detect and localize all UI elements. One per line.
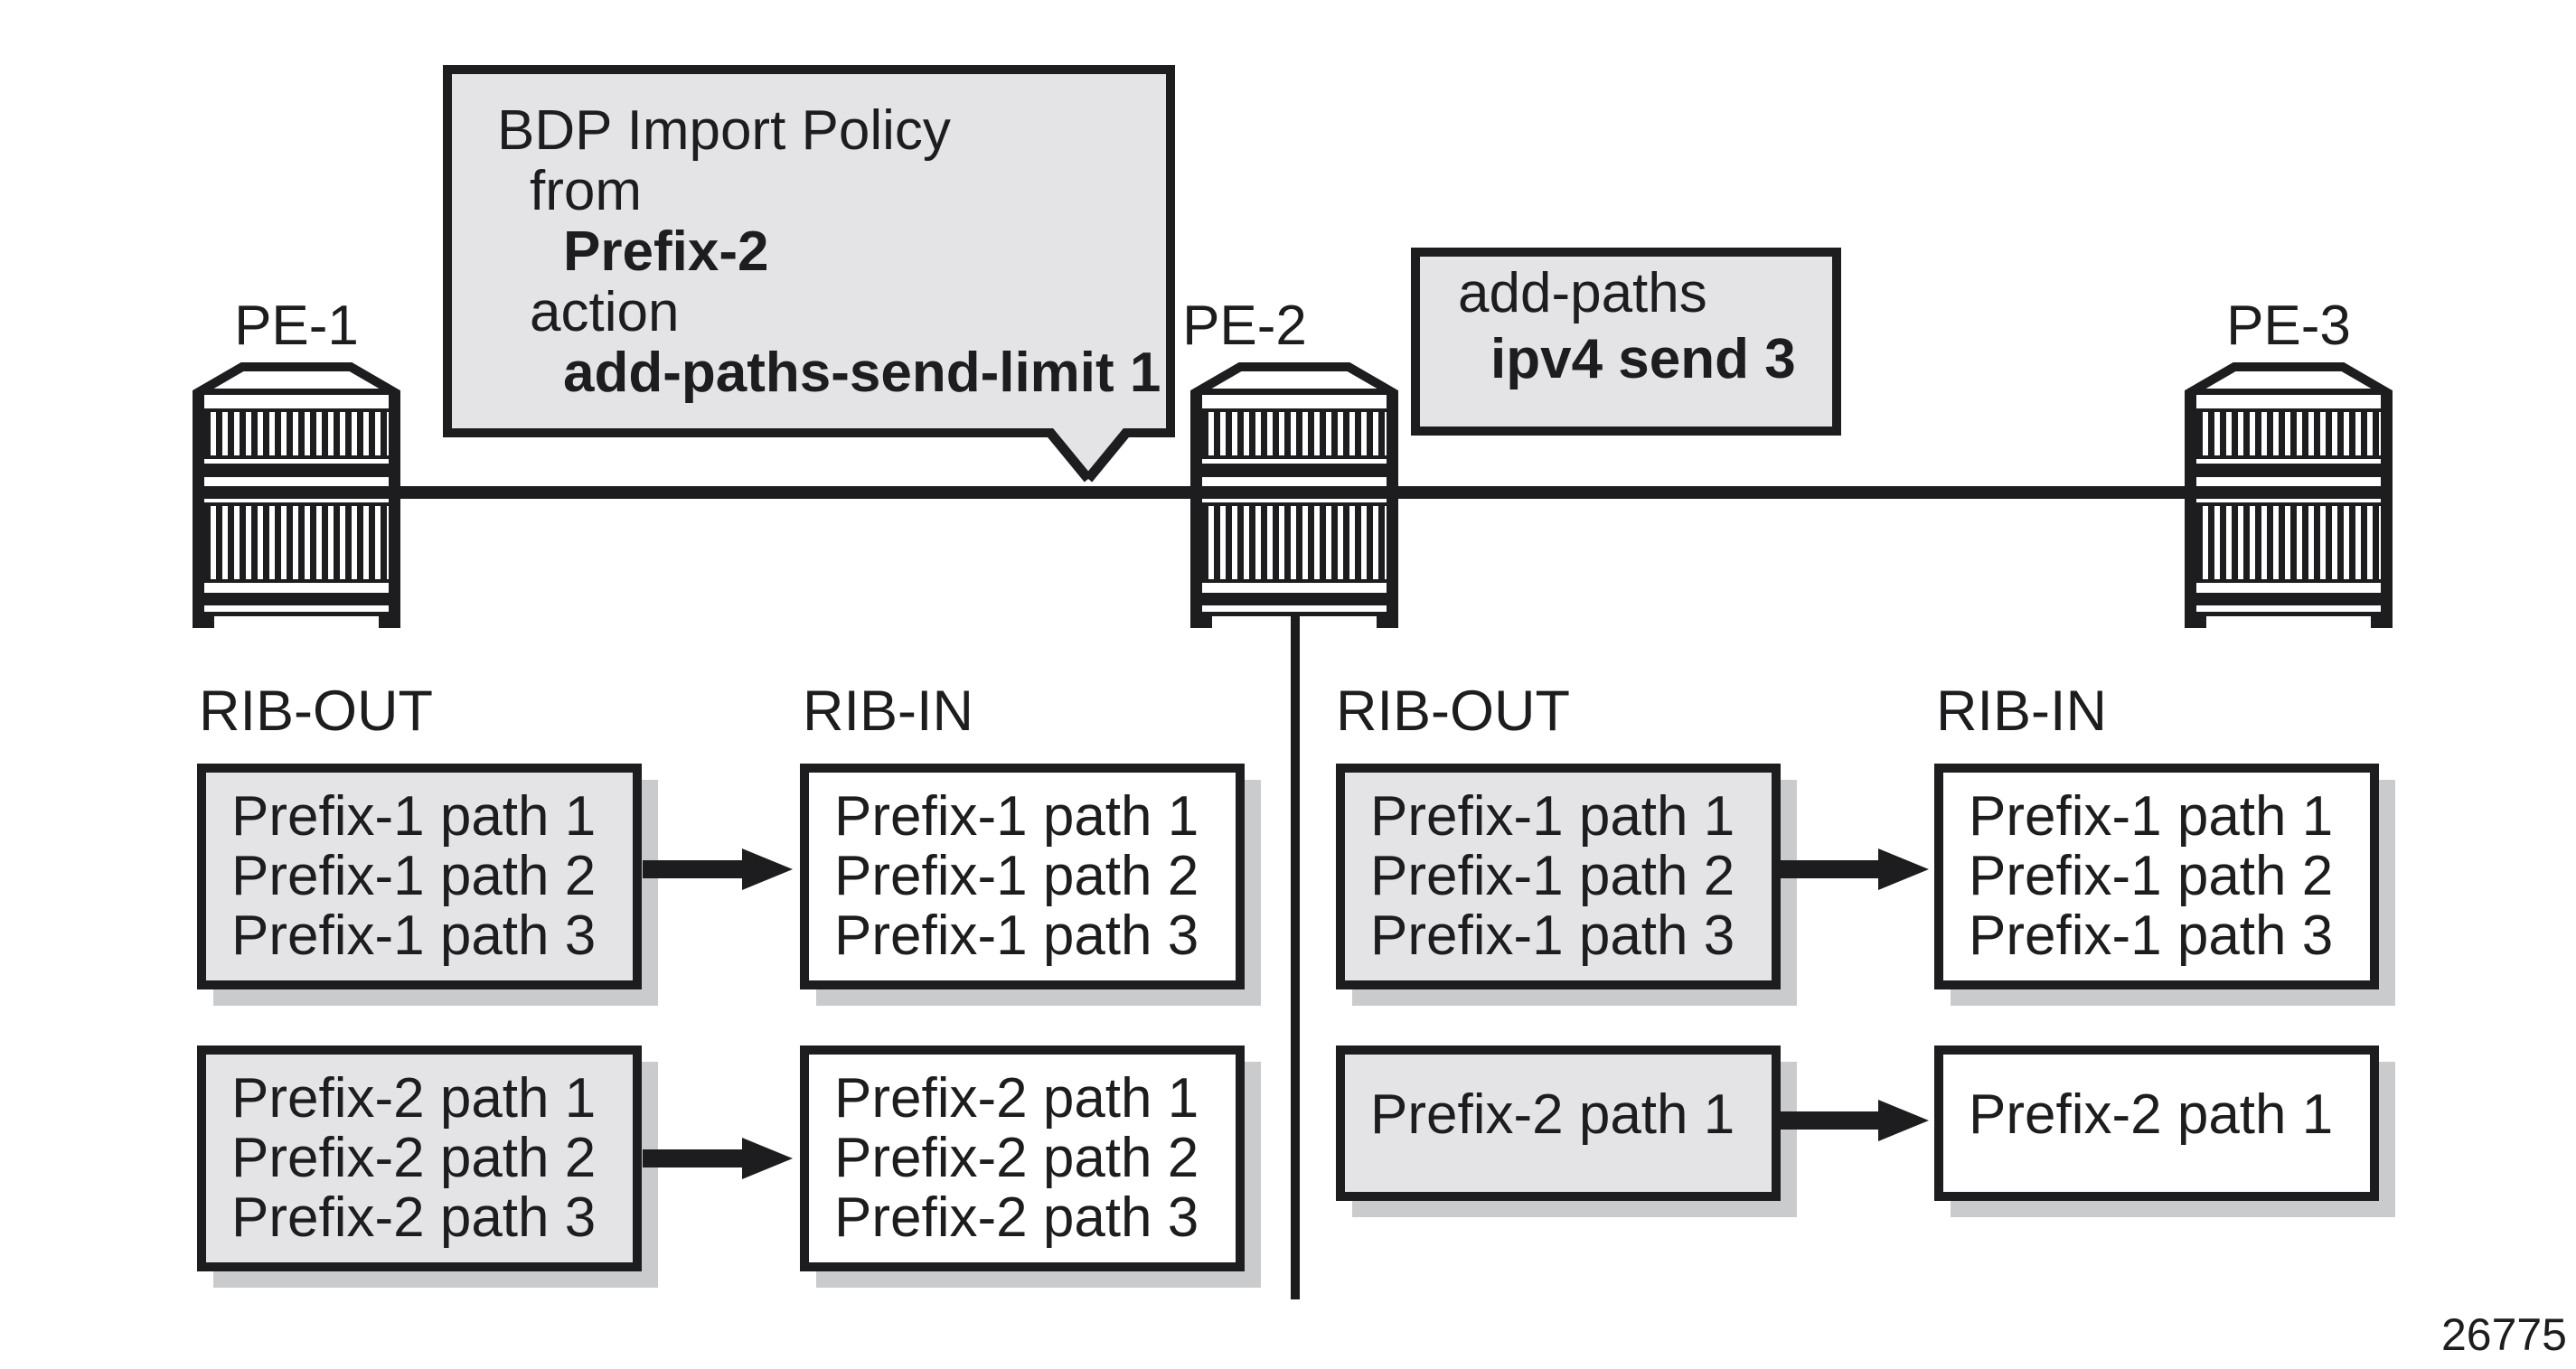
router-foot-icon	[2371, 616, 2393, 628]
rib-entry: Prefix-2 path 3	[231, 1186, 597, 1249]
rib-entry: Prefix-1 path 2	[231, 845, 597, 907]
rib-in-label-left: RIB-IN	[803, 680, 973, 743]
rib-entry: Prefix-2 path 1	[1969, 1083, 2334, 1146]
router-pe1-label: PE-1	[234, 295, 359, 357]
rib-in-right-prefix1-box: Prefix-1 path 1 Prefix-1 path 2 Prefix-1…	[1934, 764, 2379, 989]
router-pe2-label: PE-2	[1182, 295, 1307, 357]
section-divider-line	[1291, 613, 1300, 1299]
arrow-left-prefix2-icon	[643, 1138, 793, 1179]
router-chassis-icon	[2185, 395, 2393, 616]
rib-entry: Prefix-1 path 2	[834, 845, 1199, 907]
rib-in-label-right: RIB-IN	[1936, 680, 2107, 743]
rib-out-right-prefix1-box: Prefix-1 path 1 Prefix-1 path 2 Prefix-1…	[1336, 764, 1781, 989]
rib-out-label-right: RIB-OUT	[1336, 680, 1570, 743]
rib-out-right-prefix2-box: Prefix-2 path 1	[1336, 1046, 1781, 1201]
callout-line: Prefix-2	[563, 220, 769, 283]
rib-entry: Prefix-1 path 3	[1370, 905, 1735, 967]
callout-line: BDP Import Policy	[497, 99, 951, 162]
rib-entry: Prefix-2 path 1	[834, 1067, 1199, 1130]
router-foot-icon	[193, 616, 214, 628]
rib-in-left-prefix2-box: Prefix-2 path 1 Prefix-2 path 2 Prefix-2…	[800, 1046, 1245, 1271]
rib-entry: Prefix-2 path 1	[1370, 1083, 1735, 1146]
rib-entry: Prefix-1 path 1	[1969, 785, 2334, 848]
router-foot-icon	[1190, 616, 1212, 628]
arrow-right-prefix2-icon	[1781, 1100, 1929, 1141]
rib-entry: Prefix-1 path 3	[231, 905, 597, 967]
callout-line: action	[530, 281, 680, 343]
callout-tail-icon	[1042, 428, 1134, 483]
figure-number: 26775	[2440, 1309, 2567, 1360]
rib-entry: Prefix-2 path 3	[834, 1186, 1199, 1249]
router-chassis-icon	[1190, 395, 1398, 616]
router-roof-icon	[2185, 362, 2393, 395]
arrow-right-prefix1-icon	[1781, 849, 1929, 890]
router-foot-icon	[1377, 616, 1398, 628]
router-foot-icon	[2185, 616, 2206, 628]
add-paths-config-box: add-paths ipv4 send 3	[1411, 248, 1841, 436]
rib-entry: Prefix-1 path 1	[834, 785, 1199, 848]
import-policy-callout: BDP Import Policy from Prefix-2 action a…	[443, 65, 1175, 437]
rib-entry: Prefix-1 path 3	[834, 905, 1199, 967]
rib-entry: Prefix-1 path 1	[1370, 785, 1735, 848]
rib-entry: Prefix-1 path 3	[1969, 905, 2334, 967]
callout-line: add-paths-send-limit 1	[563, 342, 1161, 404]
router-pe2: PE-2	[1182, 298, 1398, 628]
router-roof-icon	[193, 362, 400, 395]
rib-entry: Prefix-1 path 2	[1370, 845, 1735, 907]
config-line: add-paths	[1458, 262, 1707, 324]
router-roof-icon	[1190, 362, 1398, 395]
rib-out-label-left: RIB-OUT	[199, 680, 433, 743]
router-pe1: PE-1	[193, 298, 400, 628]
rib-entry: Prefix-1 path 1	[231, 785, 597, 848]
rib-in-left-prefix1-box: Prefix-1 path 1 Prefix-1 path 2 Prefix-1…	[800, 764, 1245, 989]
rib-out-left-prefix1-box: Prefix-1 path 1 Prefix-1 path 2 Prefix-1…	[197, 764, 642, 989]
router-pe3-label: PE-3	[2226, 295, 2351, 357]
rib-entry: Prefix-1 path 2	[1969, 845, 2334, 907]
arrow-left-prefix1-icon	[643, 849, 793, 890]
rib-entry: Prefix-2 path 2	[231, 1127, 597, 1189]
callout-line: from	[530, 160, 642, 222]
router-chassis-icon	[193, 395, 400, 616]
router-pe3: PE-3	[2185, 298, 2393, 628]
rib-out-left-prefix2-box: Prefix-2 path 1 Prefix-2 path 2 Prefix-2…	[197, 1046, 642, 1271]
rib-entry: Prefix-2 path 1	[231, 1067, 597, 1130]
router-foot-icon	[379, 616, 400, 628]
config-line: ipv4 send 3	[1490, 328, 1796, 390]
rib-in-right-prefix2-box: Prefix-2 path 1	[1934, 1046, 2379, 1201]
rib-entry: Prefix-2 path 2	[834, 1127, 1199, 1189]
